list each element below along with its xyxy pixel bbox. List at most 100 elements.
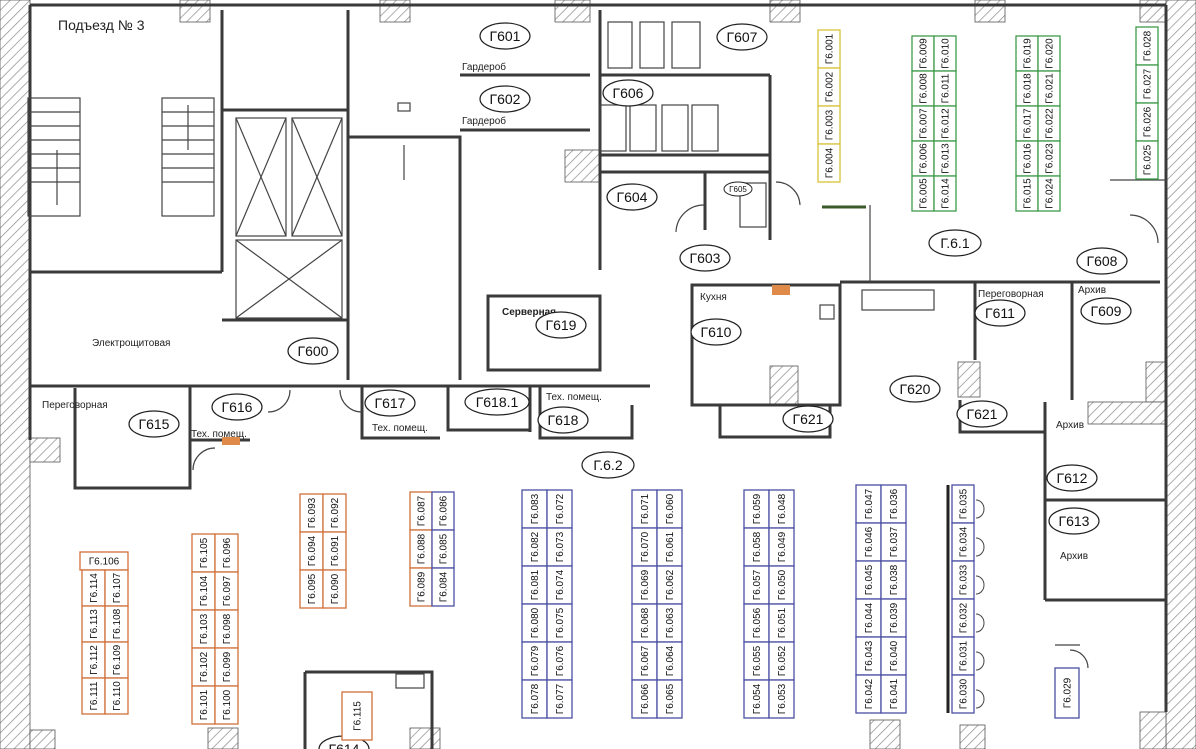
desk-6.031: Г6.031 [951,636,975,676]
svg-text:Г6.111: Г6.111 [89,681,100,710]
svg-text:Г6.036: Г6.036 [889,488,900,519]
desk-6.105: Г6.105 [191,533,216,573]
svg-text:Г6.039: Г6.039 [889,602,900,633]
svg-text:Г6.016: Г6.016 [1023,143,1034,174]
desk-6.003: Г6.003 [817,105,841,145]
room-g618: Г618 [537,406,589,434]
svg-text:Г6.063: Г6.063 [665,607,676,638]
desk-6.111: Г6.111 [81,677,106,715]
svg-text:Г6.011: Г6.011 [941,73,952,103]
desk-6.002: Г6.002 [817,67,841,107]
fixtures [27,21,1166,689]
svg-text:Г6.007: Г6.007 [919,108,930,139]
desk-6.032: Г6.032 [951,598,975,638]
svg-text:Г6.094: Г6.094 [307,535,318,566]
svg-text:Г6.059: Г6.059 [752,493,763,524]
svg-text:Г6.054: Г6.054 [752,683,763,714]
room-g612: Г612 [1046,464,1098,492]
svg-text:Г6.096: Г6.096 [222,537,233,568]
svg-text:Г613: Г613 [1059,513,1090,529]
desk-6.114: Г6.114 [81,569,106,607]
svg-text:Г6.061: Г6.061 [665,531,676,562]
svg-text:Г6.051: Г6.051 [777,607,788,638]
svg-text:Г614: Г614 [329,741,360,749]
desk-6.065: Г6.065 [656,679,683,719]
svg-text:Г6.091: Г6.091 [330,535,341,566]
svg-text:Г6.004: Г6.004 [825,147,836,178]
desk-6.093: Г6.093 [299,493,324,533]
desk-6.083: Г6.083 [521,489,548,529]
desk-6.070: Г6.070 [631,527,658,567]
room-texts: Подъезд № 3 Гардероб Гардероб Серверная … [42,17,1106,562]
desk-6.036: Г6.036 [880,484,907,524]
desk-6.022: Г6.022 [1037,105,1061,142]
room-g601: Г601 [479,22,531,50]
svg-text:Г6.057: Г6.057 [752,569,763,600]
desk-6.052: Г6.052 [768,641,795,681]
svg-text:Г6.014: Г6.014 [941,178,952,209]
svg-text:Г6.021: Г6.021 [1045,73,1056,104]
desk-6.025: Г6.025 [1135,140,1159,180]
room-g609: Г609 [1080,297,1132,325]
svg-text:Г6.018: Г6.018 [1023,73,1034,104]
room-g603: Г603 [679,244,731,272]
room-g621a: Г621 [782,405,834,433]
svg-text:Г6.075: Г6.075 [555,607,566,638]
svg-text:Г6.069: Г6.069 [640,569,651,600]
desk-6.080: Г6.080 [521,603,548,643]
chair-icon [975,499,985,519]
desk-6.027: Г6.027 [1135,64,1159,104]
svg-text:Г6.071: Г6.071 [640,493,651,524]
svg-text:Г619: Г619 [546,317,577,333]
svg-text:Г6.002: Г6.002 [825,71,836,102]
room-g602: Г602 [479,85,531,113]
desk-6.049: Г6.049 [768,527,795,567]
room-g606: Г606 [602,79,654,107]
svg-text:Г6.095: Г6.095 [307,573,318,604]
desk-6.011: Г6.011 [933,70,957,107]
room-g613: Г613 [1048,507,1100,535]
desk-6.009: Г6.009 [911,35,935,72]
desk-6.085: Г6.085 [431,529,455,569]
svg-text:Г6.088: Г6.088 [417,533,428,564]
svg-text:Г6.087: Г6.087 [417,495,428,526]
svg-text:Г607: Г607 [727,29,758,45]
svg-text:Г6.013: Г6.013 [941,143,952,174]
desk-6.071: Г6.071 [631,489,658,529]
desk-6.030: Г6.030 [951,674,975,714]
text-wardrobe2: Гардероб [462,115,506,127]
desk-6.091: Г6.091 [322,531,347,571]
room-g619: Г619 [535,311,587,339]
chair-icon [975,575,985,595]
desk-6.103: Г6.103 [191,609,216,649]
svg-text:Г6.001: Г6.001 [825,33,836,64]
desk-6.069: Г6.069 [631,565,658,605]
text-electro: Электрощитовая [92,338,170,349]
svg-text:Г6.033: Г6.033 [959,564,970,595]
desk-6.097: Г6.097 [214,571,239,611]
svg-text:Г6.109: Г6.109 [112,644,123,675]
svg-text:Г6.103: Г6.103 [199,613,210,644]
svg-text:Г6.005: Г6.005 [919,178,930,209]
room-g620: Г620 [889,375,941,403]
svg-text:Г6.066: Г6.066 [640,683,651,714]
svg-text:Г603: Г603 [690,250,721,266]
svg-text:Г6.006: Г6.006 [919,143,930,174]
svg-text:Г616: Г616 [222,399,253,415]
svg-text:Г6.097: Г6.097 [222,575,233,606]
svg-text:Г609: Г609 [1091,303,1122,319]
desk-6.007: Г6.007 [911,105,935,142]
svg-text:Г6.102: Г6.102 [199,651,210,682]
room-g610: Г610 [690,318,742,346]
svg-text:Г618: Г618 [548,412,579,428]
svg-text:Г6.067: Г6.067 [640,645,651,676]
desk-6.101: Г6.101 [191,685,216,725]
svg-text:Г601: Г601 [490,28,521,44]
svg-text:Г6.072: Г6.072 [555,493,566,524]
room-g615: Г615 [128,410,180,438]
svg-text:Г6.085: Г6.085 [439,533,450,564]
svg-text:Г6.093: Г6.093 [307,497,318,528]
svg-text:Г6.099: Г6.099 [222,651,233,682]
svg-text:Г6.029: Г6.029 [1063,677,1074,708]
desk-6.004: Г6.004 [817,143,841,183]
